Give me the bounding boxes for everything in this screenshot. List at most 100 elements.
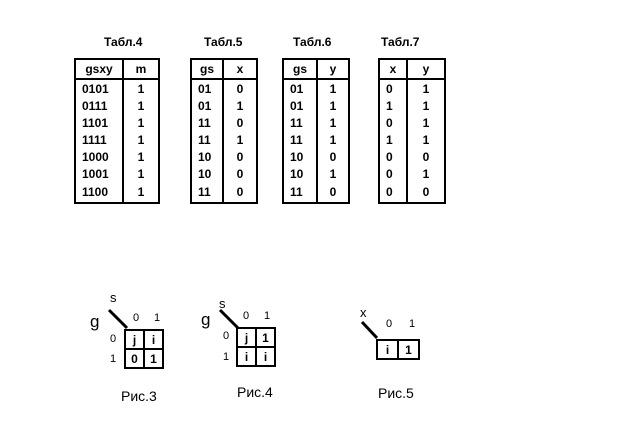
fig4-row-var: g: [201, 310, 211, 329]
fig4-col-var: s: [219, 296, 226, 311]
fig4-row-label-0: 0: [223, 330, 230, 342]
table5-header-1: gs: [190, 58, 224, 80]
cell: 11: [282, 131, 318, 148]
cell: 1: [122, 165, 160, 182]
fig3-col-label-0: 0: [133, 312, 140, 324]
cell: 0: [406, 182, 446, 203]
cell: 11: [282, 182, 318, 203]
cell: 0: [378, 114, 408, 131]
cell: 11: [190, 182, 224, 203]
table6-caption: Табл.6: [293, 35, 332, 49]
map-cell: j: [236, 327, 257, 348]
table7-header-1: x: [378, 58, 408, 80]
fig4-caption: Рис.4: [237, 384, 273, 400]
cell: 0: [316, 182, 350, 203]
fig5-caption: Рис.5: [378, 385, 414, 401]
cell: 0: [406, 148, 446, 165]
table4-header-2: m: [122, 58, 160, 80]
cell: 1: [406, 165, 446, 182]
cell: 0101: [74, 79, 124, 97]
map-cell: 0: [124, 348, 145, 369]
cell: 0: [378, 79, 408, 97]
cell: 0111: [74, 97, 124, 114]
table6-header-2: y: [316, 58, 350, 80]
fig5-col-var: x: [360, 305, 367, 320]
table6-header-1: gs: [282, 58, 318, 80]
fig3-row-label-0: 0: [110, 333, 117, 345]
cell: 10: [190, 148, 224, 165]
table7-header-2: y: [406, 58, 446, 80]
fig4-row-label-1: 1: [223, 351, 230, 363]
cell: 1111: [74, 131, 124, 148]
cell: 01: [282, 97, 318, 114]
cell: 0: [316, 148, 350, 165]
cell: 10: [282, 165, 318, 182]
cell: 1: [316, 165, 350, 182]
cell: 10: [282, 148, 318, 165]
cell: 1: [122, 148, 160, 165]
cell: 1: [122, 79, 160, 97]
cell: 1: [122, 182, 160, 203]
fig3-col-var: s: [110, 290, 117, 305]
map-cell: i: [376, 339, 399, 360]
map-cell: 1: [397, 339, 420, 360]
cell: 1: [378, 97, 408, 114]
cell: 1001: [74, 165, 124, 182]
map-cell: 1: [143, 348, 164, 369]
fig5-diagonal: [360, 320, 379, 340]
cell: 1: [222, 131, 258, 148]
map-cell: i: [255, 346, 276, 367]
cell: 0: [222, 182, 258, 203]
cell: 1100: [74, 182, 124, 203]
cell: 0: [222, 79, 258, 97]
cell: 1: [316, 131, 350, 148]
cell: 1: [406, 97, 446, 114]
cell: 1: [406, 79, 446, 97]
table7-caption: Табл.7: [381, 35, 420, 49]
cell: 0: [378, 148, 408, 165]
cell: 01: [282, 79, 318, 97]
cell: 11: [282, 114, 318, 131]
cell: 11: [190, 131, 224, 148]
cell: 1: [316, 97, 350, 114]
fig4-col-label-1: 1: [264, 310, 271, 322]
fig4-col-label-0: 0: [243, 310, 250, 322]
fig3-row-label-1: 1: [110, 353, 117, 365]
fig3-col-label-1: 1: [154, 312, 161, 324]
cell: 0: [378, 182, 408, 203]
fig3-diagonal: [107, 308, 129, 330]
cell: 01: [190, 79, 224, 97]
map-cell: 1: [255, 327, 276, 348]
cell: 0: [222, 114, 258, 131]
cell: 1: [122, 97, 160, 114]
fig5-col-label-0: 0: [386, 318, 393, 330]
cell: 11: [190, 114, 224, 131]
cell: 1101: [74, 114, 124, 131]
cell: 1: [122, 131, 160, 148]
cell: 0: [222, 148, 258, 165]
